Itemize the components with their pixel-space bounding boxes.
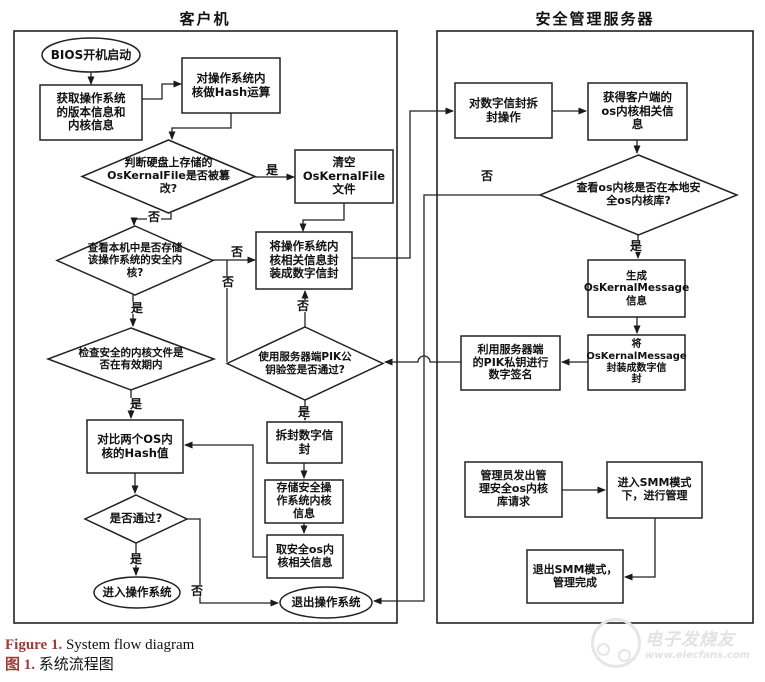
edge-label-no-3: 否: [220, 275, 236, 289]
node-admin-request-shape: [464, 461, 563, 518]
figure-title-cn: 系统流程图: [35, 657, 114, 674]
edge-label-yes-5: 是: [128, 397, 144, 411]
figure-title-en: System flow diagram: [62, 637, 195, 653]
flow-node-shapes: [39, 37, 739, 619]
figure-caption: Figure 1. System flow diagram 图 1. 系统流程图: [5, 635, 194, 676]
node-server-check-kernel-lib-shape: [538, 154, 739, 236]
flow-edge-27: [624, 518, 656, 581]
server-panel-title: 安全管理服务器: [535, 10, 655, 28]
edge-label-yes-4: 是: [129, 301, 145, 315]
edge-label-no-1: 否: [146, 210, 162, 224]
node-store-secure-kernel-info-shape: [264, 479, 344, 524]
watermark-logo-icon: [591, 618, 641, 668]
caption-line-en: Figure 1. System flow diagram: [5, 635, 194, 655]
flow-edge-2: [168, 113, 232, 140]
node-check-oskernalfile-tampered-shape: [80, 139, 257, 214]
node-bios-start-shape: [41, 37, 141, 73]
node-exit-os-shape: [279, 586, 373, 619]
node-check-local-secure-kernel-shape: [55, 225, 215, 296]
flow-edge-17: [187, 518, 279, 607]
node-wrap-oskernalmessage-shape: [587, 334, 686, 391]
node-clear-oskernalfile-shape: [294, 149, 394, 204]
node-enter-os-shape: [93, 576, 181, 609]
client-panel: [13, 30, 398, 624]
figure-number-en: Figure 1.: [5, 637, 63, 653]
edge-label-yes-7: 是: [296, 405, 312, 419]
node-wrap-digital-envelope-shape: [255, 231, 353, 290]
flow-edge-18: [352, 107, 454, 259]
node-server-unpack-envelope-shape: [454, 82, 553, 139]
node-check-validity-period-shape: [45, 327, 217, 391]
node-enter-smm-shape: [606, 461, 703, 519]
node-generate-oskernalmessage-shape: [587, 259, 686, 318]
client-panel-title: 客户机: [179, 10, 231, 28]
node-compare-hash-shape: [86, 419, 184, 474]
node-verify-pik-signature-shape: [225, 326, 385, 401]
flow-edge-25: [384, 355, 461, 366]
flow-edge-1: [142, 80, 182, 100]
elecfans-watermark: 电子发烧友 www.elecfans.com: [591, 618, 761, 668]
node-get-os-info-shape: [39, 84, 143, 141]
edge-label-yes-8: 是: [128, 552, 144, 566]
panel-borders: [13, 30, 754, 624]
node-sign-with-pik-shape: [460, 335, 561, 391]
watermark-url: www.elecfans.com: [645, 650, 750, 661]
node-get-secure-os-info-shape: [266, 534, 344, 579]
node-hash-kernel-shape: [181, 57, 281, 114]
edge-label-yes-0: 是: [264, 163, 280, 177]
node-pass-check-shape: [83, 494, 189, 544]
node-exit-smm-shape: [526, 549, 624, 604]
watermark-brand: 电子发烧友: [645, 630, 735, 650]
server-panel: [436, 30, 754, 624]
edge-label-yes-11: 是: [628, 239, 644, 253]
edge-label-no-2: 否: [229, 245, 245, 259]
edge-label-no-10: 否: [479, 169, 495, 183]
edge-label-no-9: 否: [189, 584, 205, 598]
flow-edge-21: [373, 194, 540, 605]
flow-edge-5: [299, 203, 345, 232]
caption-line-cn: 图 1. 系统流程图: [5, 655, 194, 675]
node-unpack-envelope-client-shape: [266, 421, 343, 464]
flow-edge-14: [184, 441, 267, 558]
node-server-get-client-kernel-info-shape: [587, 82, 688, 141]
figure-number-cn: 图 1.: [5, 657, 36, 674]
edge-label-no-6: 否: [295, 299, 311, 313]
